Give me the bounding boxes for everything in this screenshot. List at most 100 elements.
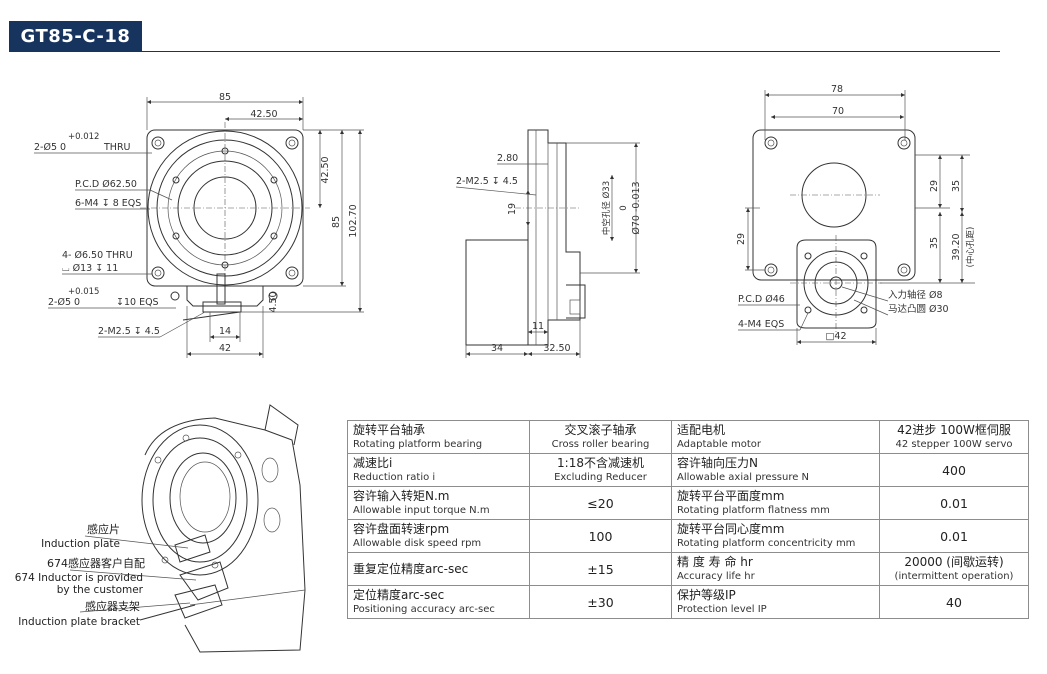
tapped-hole-6: [172, 176, 180, 184]
motor-plate-outline: [752, 129, 916, 281]
iso-cable: [139, 604, 196, 621]
spec-value: ≤20: [529, 486, 672, 520]
m25-label-front: 2-M2.5 ↧ 4.5: [98, 326, 160, 337]
front-view: 85 42.50 +0.012 2-Ø5 0 THRU P.C.D Ø62.50…: [34, 92, 364, 358]
iso-bore-inner: [179, 461, 231, 533]
leader-m25-b: [159, 311, 206, 338]
motor-hole-br-inner: [900, 266, 908, 274]
side-tol: 0: [619, 205, 629, 210]
callout-plate-cn: 感应片: [87, 522, 120, 536]
leader-induction-plate: [84, 535, 189, 549]
side-flange-body: [527, 129, 581, 346]
front-sensor-plate: [202, 301, 242, 313]
side-dim-2-80: 2.80: [497, 153, 518, 164]
dim-4-50-v: 4.50: [268, 291, 279, 312]
iso-ring-2: [152, 437, 248, 563]
side-sensor: [569, 299, 581, 315]
side-dim-32-50: 32.50: [543, 343, 570, 354]
iso-housing: [144, 417, 306, 653]
callout-plate-en: Induction plate: [41, 538, 120, 550]
dim-42: 42: [219, 343, 231, 354]
spec-value: 20000 (间歇运转)(intermittent operation): [879, 552, 1029, 586]
isometric-callouts: 感应片 Induction plate 674感应器客户自配 674 Induc…: [15, 522, 145, 628]
motor-m4-4: [860, 306, 868, 314]
pcd-label: P.C.D Ø62.50: [75, 179, 137, 190]
cbore-label-1: 4- Ø6.50 THRU: [62, 250, 133, 261]
leader-side-m25: [455, 186, 537, 196]
front-sensor-stem: [216, 273, 226, 305]
tapped-hole-5: [172, 232, 180, 240]
leader-shaft: [841, 286, 889, 302]
spec-value: 0.01: [879, 486, 1029, 520]
tapped-label: 6-M4 ↧ 8 EQS: [75, 198, 141, 209]
motor-dim-70: 70: [832, 106, 844, 117]
side-view: 2.80 2-M2.5 ↧ 4.5 19 中空孔径 Ø33 0 Ø70 -0.0…: [455, 129, 642, 358]
isometric-view: [69, 404, 306, 653]
iso-sensor: [179, 561, 229, 601]
side-motor-body: [465, 239, 529, 346]
callout-sensor-cn: 674感应器客户自配: [47, 556, 145, 570]
motor-m4-3: [804, 306, 812, 314]
motor-hole-tr-inner: [900, 139, 908, 147]
corner-hole-bl: [151, 266, 165, 280]
side-dim-19: 19: [507, 203, 518, 215]
side-dim-70: Ø70 -0.013: [631, 181, 642, 234]
corner-hole-bl-inner: [154, 269, 162, 277]
pin-hole-right: [268, 291, 278, 301]
hole-spec: 2-Ø5 0: [48, 297, 80, 308]
leader-m4-b: [799, 312, 809, 331]
iso-outer-ring: [141, 424, 259, 576]
dim-14: 14: [219, 326, 231, 337]
spec-key: 重复定位精度arc-sec: [347, 552, 530, 586]
pin-hole-left: [170, 291, 180, 301]
iso-screw-4: [161, 556, 169, 564]
spec-value: 100: [529, 519, 672, 553]
dim-42-50-top: 42.50: [250, 109, 277, 120]
front-sensor-bracket: [182, 311, 241, 321]
motor-hole-bl: [764, 263, 778, 277]
callout-sensor-en-1: 674 Inductor is provided: [15, 572, 143, 584]
side-dim-11: 11: [532, 321, 544, 332]
spec-value: ±30: [529, 585, 672, 619]
front-bottom-tab: [186, 286, 264, 307]
spec-value: ±15: [529, 552, 672, 586]
corner-hole-br: [285, 266, 299, 280]
dim-85-v: 85: [331, 216, 342, 228]
leader-bracket: [79, 602, 191, 613]
motor-dim-sq42: □42: [825, 331, 846, 342]
spec-value: 400: [879, 453, 1029, 487]
motor-m4-1: [804, 252, 812, 260]
iso-side-hole-1: [261, 457, 279, 483]
iso-edge: [189, 589, 306, 606]
motor-dim-29-top: 29: [929, 180, 940, 192]
hole-depth: ↧10 EQS: [116, 297, 159, 308]
callout-bracket-cn: 感应器支架: [85, 599, 140, 613]
cbore-label-2: ⌴ Ø13 ↧ 11: [62, 263, 118, 274]
corner-hole-br-inner: [288, 269, 296, 277]
tapped-hole-3: [270, 232, 278, 240]
leader-sensor: [69, 569, 197, 581]
dim-42-50-v: 42.50: [320, 156, 331, 183]
motor-shaft-label: 入力轴径 Ø8: [888, 289, 943, 301]
dim-102-70-v: 102.70: [348, 204, 359, 237]
motor-dim-39-20: 39.20: [951, 233, 962, 260]
model-title: GT85-C-18: [9, 21, 142, 52]
motor-boss-label: 马达凸圆 Ø30: [888, 303, 949, 315]
hole-thru-tol: +0.012: [68, 132, 99, 142]
spec-value: 40: [879, 585, 1029, 619]
motor-hole-tr: [897, 136, 911, 150]
